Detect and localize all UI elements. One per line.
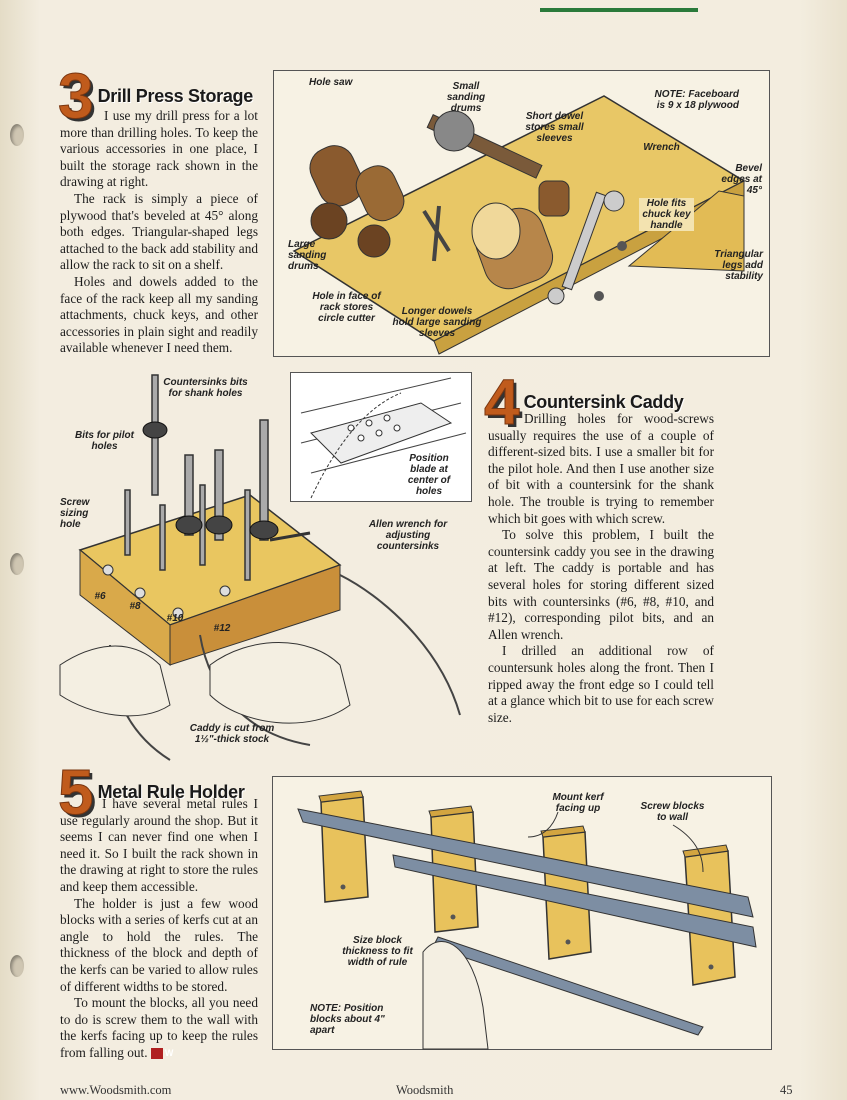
paragraph: To solve this problem, I built the count… [488,527,714,642]
section-header-countersink: 4 Countersink Caddy [484,366,684,438]
section-number: 3 [58,60,95,132]
binder-hole [10,553,24,575]
label-screw-blocks: Screw blocks to wall [640,801,705,823]
saw-blade-drawing [300,377,467,499]
label-triangular-legs: Triangular legs add stability [714,249,763,282]
section-title: Countersink Caddy [523,391,684,412]
label-large-drums: Large sanding drums [288,239,327,272]
paragraph: I have several metal rules I use regular… [60,796,258,894]
label-size-12: #12 [213,623,231,634]
paragraph: To mount the blocks, all you need to do … [60,995,258,1061]
paragraph: Drilling holes for wood-screws usually r… [488,411,714,526]
paragraph: I drilled an additional row of countersu… [488,643,714,725]
label-size-block: Size block thickness to fit width of rul… [342,935,413,968]
rule-holder-drawing [297,790,757,1050]
countersink-caddy-illustration: Countersinks bits for shank holes Bits f… [50,365,490,765]
label-allen-wrench: Allen wrench for adjusting countersinks [368,519,448,552]
paragraph: I use my drill press for a lot more than… [60,108,258,190]
section-title: Metal Rule Holder [97,781,245,802]
section-header-drill-press: 3 Drill Press Storage [58,60,254,132]
binder-hole [10,955,24,977]
label-note-position: NOTE: Position blocks about 4" apart [310,1003,385,1036]
metal-rule-holder-illustration: Mount kerf facing up Screw blocks to wal… [272,776,772,1050]
metal-rule-text: I have several metal rules I use regular… [60,796,258,1062]
paragraph: The holder is just a few wood blocks wit… [60,895,258,994]
top-color-bar [540,8,698,12]
label-chuck-key: Hole fits chuck key handle [639,198,694,231]
label-longer-dowels: Longer dowels hold large sanding sleeves [392,306,482,339]
label-small-drums: Small sanding drums [446,81,486,114]
label-size-8: #8 [129,601,141,612]
section-number: 4 [484,366,521,438]
label-pilot-bits: Bits for pilot holes [75,430,134,452]
caddy-drawing [59,374,461,761]
paragraph: Holes and dowels added to the face of th… [60,273,258,356]
label-note-faceboard: NOTE: Faceboard is 9 x 18 plywood [654,89,739,111]
drill-press-text: I use my drill press for a lot more than… [60,108,258,357]
label-wrench: Wrench [643,142,680,153]
paragraph: The rack is simply a piece of plywood th… [60,190,258,273]
section-number: 5 [58,756,95,828]
label-circle-cutter: Hole in face of rack stores circle cutte… [312,291,381,324]
saw-blade-inset: Position blade at center of holes [290,372,472,502]
paragraph-text: To mount the blocks, all you need to do … [60,995,258,1060]
label-mount-kerf: Mount kerf facing up [552,792,604,814]
label-countersinks-bits: Countersinks bits for shank holes [163,377,248,399]
label-size-10: #10 [166,613,184,624]
countersink-text: Drilling holes for wood-screws usually r… [488,411,714,726]
binder-hole [10,124,24,146]
section-title: Drill Press Storage [97,85,254,106]
end-mark-icon: W [150,1048,173,1060]
label-hole-saw: Hole saw [309,77,353,88]
label-caddy-cut: Caddy is cut from 1½"-thick stock [189,723,275,745]
drill-press-rack-illustration: Hole saw Small sanding drums Short dowel… [273,70,770,357]
label-position-blade: Position blade at center of holes [399,453,459,497]
footer-page-number: 45 [780,1083,793,1097]
section-header-metal-rule: 5 Metal Rule Holder [58,756,245,828]
label-screw-sizing: Screw sizing hole [60,497,90,530]
footer-url: www.Woodsmith.com [60,1083,172,1097]
footer-magazine: Woodsmith [396,1083,454,1097]
label-bevel: Bevel edges at 45° [721,163,762,196]
label-short-dowel: Short dowel stores small sleeves [525,111,584,144]
label-size-6: #6 [94,591,106,602]
